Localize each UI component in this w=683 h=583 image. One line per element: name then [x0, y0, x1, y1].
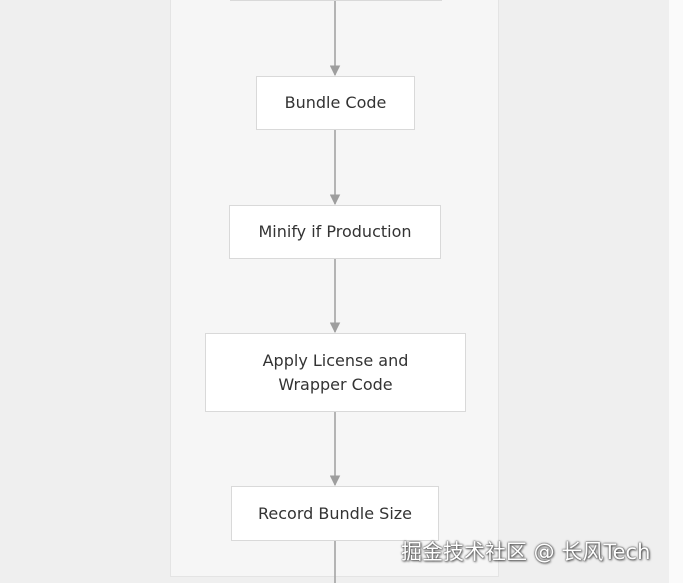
right-sidebar-strip — [669, 0, 683, 583]
watermark-text: 掘金技术社区 @ 长风Tech — [401, 540, 651, 564]
flow-node-bundle-code: Bundle Code — [256, 76, 415, 130]
flow-node-record-bundle-size-label: Record Bundle Size — [258, 503, 412, 523]
flow-node-previous — [230, 0, 442, 1]
flow-node-bundle-code-label: Bundle Code — [284, 93, 387, 112]
flow-node-apply-license-label: Apply License and Wrapper Code — [262, 350, 409, 394]
flow-node-apply-license: Apply License and Wrapper Code — [205, 333, 466, 412]
flow-node-minify-label: Minify if Production — [258, 222, 412, 241]
flow-node-minify: Minify if Production — [229, 205, 441, 259]
flow-node-record-bundle-size: Record Bundle Size — [231, 486, 439, 541]
